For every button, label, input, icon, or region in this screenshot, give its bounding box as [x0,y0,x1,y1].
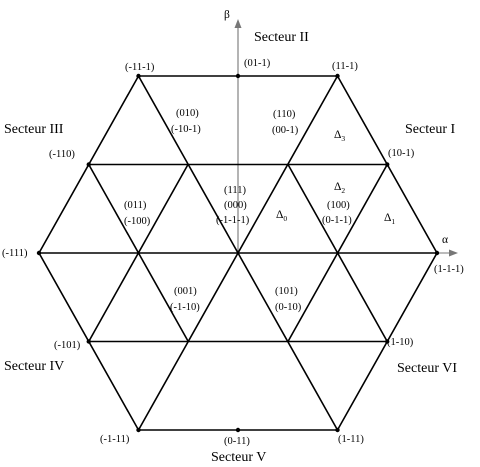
vector-label: (111) [224,185,246,196]
vector-label: (001) [174,286,197,297]
vertex-dot [86,162,91,167]
alpha-axis-arrowhead [449,249,458,257]
vertex-dot [434,250,440,256]
vector-label: (-110) [49,149,75,160]
vector-label: (10-1) [388,148,415,159]
vector-label: (00-1) [272,125,299,136]
vector-label: (11-1) [332,61,358,72]
vector-label: (-111) [2,248,28,259]
sector-label-iv: Secteur IV [4,359,64,374]
vertex-dot [335,427,340,433]
region-label-delta-1: Δ1 [384,212,395,226]
vertex-dot [385,339,390,344]
vector-label: (-1-10) [170,302,200,313]
vector-label: (1-10) [387,337,414,348]
vertex-dots [36,73,440,433]
beta-axis-arrowhead [234,19,242,28]
vector-label: (01-1) [244,58,271,69]
sector-label-i: Secteur I [405,122,455,137]
vector-label: (-101) [54,340,81,351]
sector-labels: Secteur I Secteur II Secteur III Secteur… [4,30,457,465]
vertex-dot [335,73,340,79]
inner-vector-labels: (110) (00-1) (010) (-10-1) (011) (-100) … [124,108,352,313]
vector-label: (011) [124,200,147,211]
vector-label: (1-1-1) [434,264,464,275]
vector-label: (000) [224,200,247,211]
vector-label: (110) [273,109,296,120]
vertex-dot [385,162,390,167]
vector-label: (-10-1) [171,124,201,135]
sector-label-v: Secteur V [211,450,266,465]
sector-label-vi: Secteur VI [397,361,457,376]
vector-label: (-1-11) [100,434,130,445]
grid-line-n2 [137,75,339,431]
vertex-dot [36,250,42,256]
vector-label: (-100) [124,216,151,227]
vertex-dot [235,427,241,433]
vertex-dot [86,339,91,344]
vertex-dot [136,427,141,433]
vector-label: (0-1-1) [322,215,352,226]
grid-line-n3 [287,164,388,342]
sector-label-iii: Secteur III [4,122,64,137]
grid-line-n1 [88,164,189,342]
sector-label-ii: Secteur II [254,30,309,45]
region-label-delta-0: Δ0 [276,209,287,223]
vector-label: (0-10) [275,302,302,313]
region-label-delta-3: Δ3 [334,129,345,143]
vector-label: (1-11) [338,434,364,445]
outer-vector-labels: (1-1-1) (10-1) (11-1) (01-1) (-11-1) (-1… [2,58,464,447]
vector-label: (010) [176,108,199,119]
vector-label: (-11-1) [125,62,155,73]
alpha-axis-label: α [442,234,448,246]
region-label-delta-2: Δ2 [334,181,345,195]
region-labels: Δ0 Δ1 Δ2 Δ3 [276,129,395,226]
beta-axis-label: β [224,9,230,21]
vector-label: (100) [327,200,350,211]
vector-label: (101) [275,286,298,297]
vertex-dot [235,73,241,79]
vector-label: (-1-1-1) [216,215,250,226]
vector-label: (0-11) [224,436,250,447]
vertex-dot [136,73,141,79]
